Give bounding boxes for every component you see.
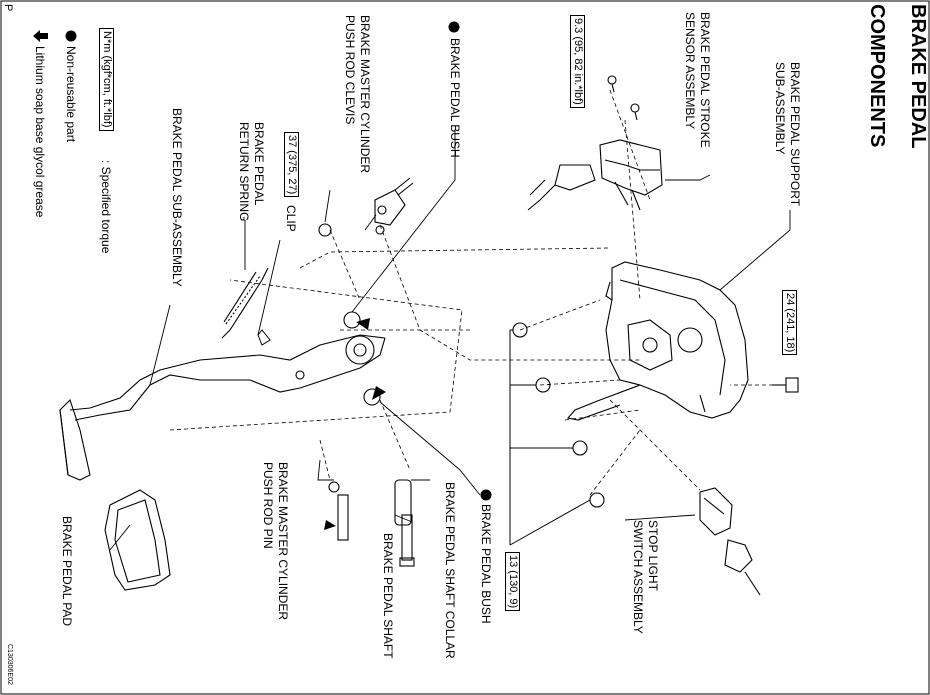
collar-and-shaft-shapes [394, 479, 415, 567]
brake-pedal-pad-shape [104, 489, 171, 591]
leader-lines [109, 130, 791, 551]
legend-torque-desc: : Specified torque [99, 160, 113, 254]
dashed-guide-lines [169, 89, 780, 496]
legend-arrow-icon [33, 30, 48, 42]
label-bush-bottom: BRAKE PEDAL BUSH [479, 504, 493, 624]
illustration-code: C130306E02 [6, 644, 13, 685]
return-spring-shape [221, 267, 269, 339]
torque-clevis-nut: 37 (375, 27) [284, 132, 299, 198]
label-support-line2: SUB-ASSEMBLY [773, 62, 787, 155]
non-reusable-markers [65, 21, 492, 501]
label-pedal-sub-assembly: BRAKE PEDAL SUB-ASSEMBLY [170, 108, 184, 287]
clip-shape [257, 329, 271, 346]
label-push-rod-pin-line2: PUSH ROD PIN [261, 462, 275, 549]
nut-shapes [512, 322, 605, 508]
stop-light-switch-shape [699, 487, 761, 596]
label-stop-light-line2: SWITCH ASSEMBLY [631, 520, 645, 634]
label-shaft-collar: BRAKE PEDAL SHAFT COLLAR [443, 482, 457, 659]
support-bolt-shape [772, 377, 799, 393]
legend-grease: Lithium soap base glycol grease [33, 46, 47, 218]
label-push-rod-pin-line1: BRAKE MASTER CYLINDER [276, 462, 290, 621]
page-title: BRAKE PEDAL [907, 4, 929, 149]
clevis-shape [318, 177, 414, 237]
page-subtitle: COMPONENTS [866, 4, 888, 148]
label-stroke-sensor-line1: BRAKE PEDAL STROKE [698, 12, 712, 148]
label-shaft: BRAKE PEDAL SHAFT [381, 533, 395, 659]
page-ref: P [2, 4, 14, 12]
label-clip: CLIP [284, 205, 298, 232]
torque-nuts: 13 (130, 9) [505, 552, 520, 612]
brake-pedal-arm-shape [59, 334, 386, 481]
label-clevis-line1: BRAKE MASTER CYLINDER [358, 15, 372, 174]
label-stop-light-line1: STOP LIGHT [646, 520, 660, 591]
legend-non-reusable: Non-reusable part [64, 46, 78, 143]
torque-sensor-bolt: 9.3 (95, 82 in.*lbf) [570, 15, 585, 108]
legend-torque-box: N*m (kgf*cm, ft.*lbf) [99, 28, 114, 131]
label-stroke-sensor-line2: SENSOR ASSEMBLY [683, 12, 697, 130]
label-clevis-line2: PUSH ROD CLEVIS [343, 15, 357, 125]
label-support-line1: BRAKE PEDAL SUPPORT [788, 62, 802, 207]
torque-support-bolt: 24 (241, 18) [782, 290, 797, 356]
grease-arrows [324, 318, 386, 530]
label-pedal-pad: BRAKE PEDAL PAD [60, 516, 74, 627]
stroke-sensor-shape [527, 75, 663, 211]
brake-pedal-support-shape [566, 261, 749, 421]
push-rod-pin-shape [328, 481, 349, 541]
label-return-spring-line2: RETURN SPRING [237, 122, 251, 222]
nut-bracket-ticks [509, 329, 591, 546]
label-bush-top: BRAKE PEDAL BUSH [448, 38, 462, 158]
label-return-spring-line1: BRAKE PEDAL [252, 122, 266, 206]
